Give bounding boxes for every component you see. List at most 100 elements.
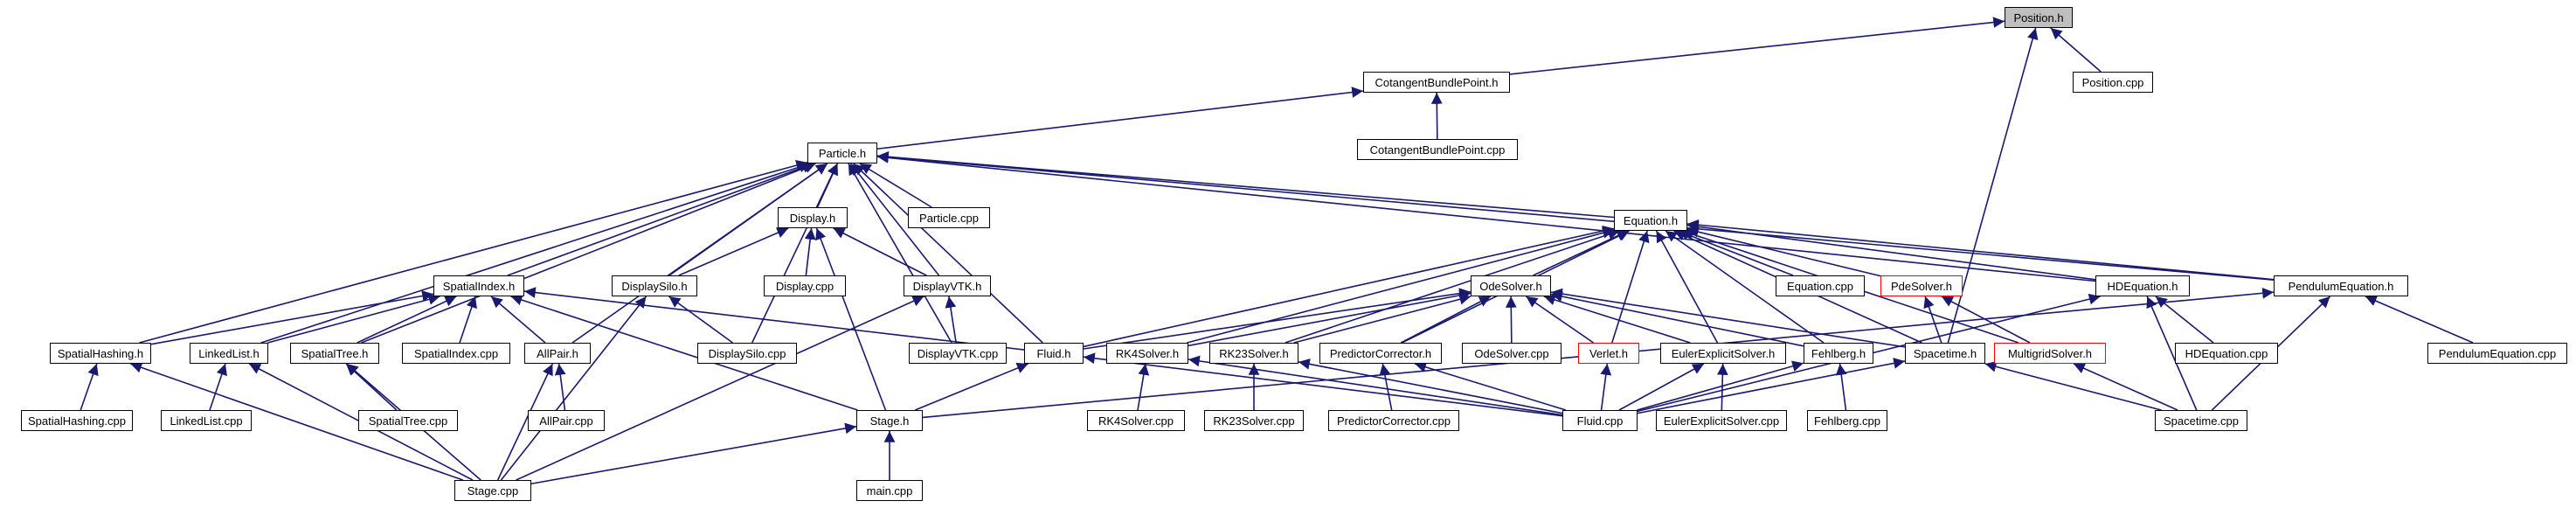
node-pendulum-equation-h[interactable]: PendulumEquation.h <box>2274 275 2408 296</box>
edge-stage_cpp-to-spatialhashing_h <box>130 362 463 481</box>
node-ode-solver-cpp[interactable]: OdeSolver.cpp <box>1462 343 1562 364</box>
edge-fluid_cpp-to-predictor_h <box>1414 361 1567 411</box>
node-fluid-h[interactable]: Fluid.h <box>1024 343 1084 364</box>
edge-spatialindex_cpp-to-spatialindex_h <box>459 296 477 344</box>
node-pendulum-equation-cpp[interactable]: PendulumEquation.cpp <box>2427 343 2567 364</box>
node-display-silo-h[interactable]: DisplaySilo.h <box>612 275 697 296</box>
node-stage-cpp[interactable]: Stage.cpp <box>454 480 531 501</box>
edge-fehlberg_cpp-to-fehlberg_h <box>1835 363 1847 411</box>
node-main-cpp[interactable]: main.cpp <box>856 480 923 501</box>
node-spatial-index-h[interactable]: SpatialIndex.h <box>433 275 524 296</box>
node-particle-h[interactable]: Particle.h <box>807 143 877 164</box>
edge-spacetime_cpp-to-multigrid_h <box>2073 363 2178 411</box>
node-linked-list-h[interactable]: LinkedList.h <box>190 343 268 364</box>
edge-fluid_cpp-to-verlet_h <box>1600 363 1612 411</box>
edge-spatialhashing_cpp-to-spatialhashing_h <box>80 363 99 411</box>
edge-displayvtk_h-to-particle_h <box>849 163 940 276</box>
edge-pendulum_h-to-particle_h <box>876 151 2275 281</box>
node-stage-h[interactable]: Stage.h <box>856 410 923 431</box>
edge-linkedlist_h-to-spatialindex_h <box>267 294 440 344</box>
dependency-edges <box>80 17 2474 485</box>
edge-stage_h-to-fluid_h <box>914 362 1029 411</box>
edge-spacetime_h-to-pdesolver_h <box>1923 296 1942 344</box>
edge-linkedlist_cpp-to-linkedlist_h <box>209 363 227 411</box>
edge-spatialindex_h-to-particle_h <box>507 162 814 276</box>
edge-spatialtree_h-to-particle_h <box>361 162 816 344</box>
node-pde-solver-h[interactable]: PdeSolver.h <box>1880 275 1963 296</box>
node-position-h[interactable]: Position.h <box>2005 7 2073 28</box>
node-euler-explicit-solver-h[interactable]: EulerExplicitSolver.h <box>1660 343 1786 364</box>
edge-euler_h-to-odesolver_h <box>1543 294 1691 344</box>
edge-allpair_h-to-spatialindex_h <box>490 296 546 344</box>
edge-stage_cpp-to-allpair_h <box>496 363 554 481</box>
edge-spacetime_h-to-position_h <box>1947 27 2039 344</box>
node-multigrid-solver-h[interactable]: MultigridSolver.h <box>1994 343 2106 364</box>
edge-fluid_cpp-to-euler_h <box>1618 363 1705 411</box>
node-display-silo-cpp[interactable]: DisplaySilo.cpp <box>697 343 797 364</box>
node-spatial-index-cpp[interactable]: SpatialIndex.cpp <box>402 343 510 364</box>
node-spatial-tree-cpp[interactable]: SpatialTree.cpp <box>358 410 458 431</box>
node-position-cpp[interactable]: Position.cpp <box>2073 72 2153 93</box>
edge-spacetime_cpp-to-spacetime_h <box>1984 361 2162 411</box>
edge-pdesolver_h-to-equation_h <box>1686 226 1881 277</box>
edge-spatialhashing_h-to-particle_h <box>139 159 808 344</box>
edge-displaysilo_cpp-to-displaysilo_h <box>668 296 733 344</box>
edge-fluid_h-to-equation_h <box>1083 225 1615 348</box>
node-all-pair-h[interactable]: AllPair.h <box>524 343 591 364</box>
node-rk4-solver-h[interactable]: RK4Solver.h <box>1106 343 1188 364</box>
edge-stage_h-to-display_h <box>815 227 887 411</box>
edge-allpair_h-to-particle_h <box>571 163 828 344</box>
node-ode-solver-h[interactable]: OdeSolver.h <box>1471 275 1551 296</box>
edge-hdequation_cpp-to-hdequation_h <box>2155 296 2214 344</box>
edge-particle_h-to-cotangent_h <box>876 87 1364 150</box>
edge-cotangent_h-to-position_h <box>1509 17 2005 75</box>
edge-fluid_h-to-particle_h <box>853 163 1043 344</box>
node-fluid-cpp[interactable]: Fluid.cpp <box>1562 410 1638 431</box>
node-hd-equation-h[interactable]: HDEquation.h <box>2095 275 2190 296</box>
node-cotangent-bundle-point-h[interactable]: CotangentBundlePoint.h <box>1363 72 1510 93</box>
node-predictor-corrector-h[interactable]: PredictorCorrector.h <box>1319 343 1442 364</box>
edge-displayvtk_h-to-display_h <box>833 227 927 276</box>
edge-predictor_h-to-odesolver_h <box>1400 296 1492 344</box>
node-display-vtk-h[interactable]: DisplayVTK.h <box>904 275 991 296</box>
node-equation-cpp[interactable]: Equation.cpp <box>1776 275 1865 296</box>
node-all-pair-cpp[interactable]: AllPair.cpp <box>528 410 605 431</box>
node-hd-equation-cpp[interactable]: HDEquation.cpp <box>2175 343 2278 364</box>
node-spatial-hashing-cpp[interactable]: SpatialHashing.cpp <box>21 410 133 431</box>
edge-rk4_h-to-odesolver_h <box>1188 289 1472 347</box>
edge-odesolver_h-to-equation_h <box>1533 230 1629 276</box>
edge-rk23_h-to-odesolver_h <box>1293 294 1472 344</box>
node-fehlberg-h[interactable]: Fehlberg.h <box>1804 343 1873 364</box>
node-spacetime-cpp[interactable]: Spacetime.cpp <box>2155 410 2247 431</box>
edge-displaysilo_cpp-to-particle_h <box>751 163 839 344</box>
node-particle-cpp[interactable]: Particle.cpp <box>908 207 990 228</box>
node-verlet-h[interactable]: Verlet.h <box>1578 343 1639 364</box>
node-display-cpp[interactable]: Display.cpp <box>764 275 846 296</box>
edge-verlet_h-to-equation_h <box>1611 230 1650 344</box>
node-euler-explicit-solver-cpp[interactable]: EulerExplicitSolver.cpp <box>1656 410 1787 431</box>
edge-odesolver_cpp-to-odesolver_h <box>1505 296 1517 344</box>
node-spatial-tree-h[interactable]: SpatialTree.h <box>290 343 379 364</box>
edge-fehlberg_h-to-equation_h <box>1665 230 1825 344</box>
edge-displayvtk_cpp-to-displayvtk_h <box>945 296 957 344</box>
node-predictor-corrector-cpp[interactable]: PredictorCorrector.cpp <box>1328 410 1459 431</box>
node-linked-list-cpp[interactable]: LinkedList.cpp <box>161 410 252 431</box>
node-spatial-hashing-h[interactable]: SpatialHashing.h <box>50 343 151 364</box>
node-spacetime-h[interactable]: Spacetime.h <box>1905 343 1985 364</box>
node-display-vtk-cpp[interactable]: DisplayVTK.cpp <box>909 343 1007 364</box>
edge-equation_cpp-to-equation_h <box>1677 229 1794 276</box>
edge-stage_cpp-to-displayvtk_h <box>516 296 924 481</box>
edge-fluid_h-to-odesolver_h <box>1083 288 1472 350</box>
edge-stage_cpp-to-displaysilo_h <box>500 296 647 481</box>
edge-hdequation_h-to-particle_h <box>876 152 2096 282</box>
edge-position_cpp-to-position_h <box>2050 27 2102 73</box>
node-cotangent-bundle-point-cpp[interactable]: CotangentBundlePoint.cpp <box>1357 139 1518 160</box>
node-display-h[interactable]: Display.h <box>778 207 848 228</box>
edge-equation_h-to-particle_h <box>876 151 1615 219</box>
node-rk23-solver-h[interactable]: RK23Solver.h <box>1209 343 1298 364</box>
node-equation-h[interactable]: Equation.h <box>1614 210 1687 231</box>
node-rk23-solver-cpp[interactable]: RK23Solver.cpp <box>1204 410 1304 431</box>
node-rk4-solver-cpp[interactable]: RK4Solver.cpp <box>1087 410 1185 431</box>
node-fehlberg-cpp[interactable]: Fehlberg.cpp <box>1807 410 1887 431</box>
edge-spatialtree_h-to-spatialindex_h <box>357 296 457 344</box>
